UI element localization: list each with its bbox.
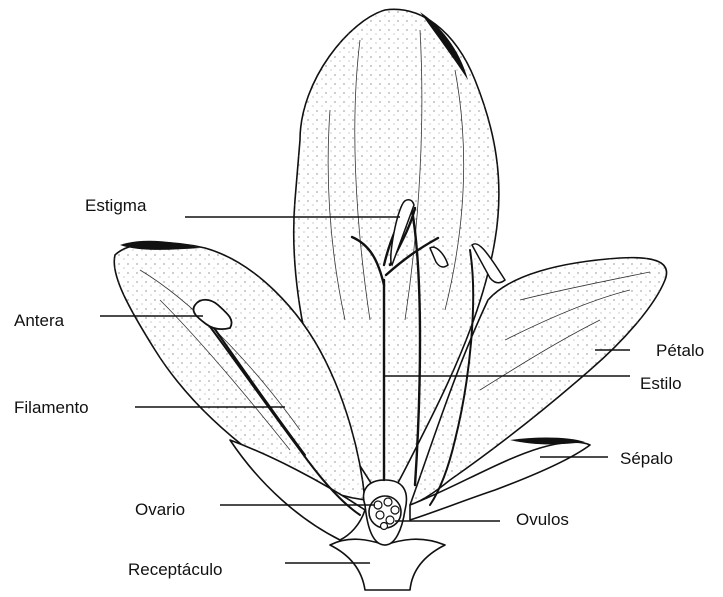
label-petalo: Pétalo <box>656 341 704 361</box>
label-sepalo: Sépalo <box>620 449 673 469</box>
label-ovario: Ovario <box>135 500 185 520</box>
label-estilo: Estilo <box>640 374 682 394</box>
label-receptaculo: Receptáculo <box>128 560 223 580</box>
label-antera: Antera <box>14 311 64 331</box>
label-estigma: Estigma <box>85 196 146 216</box>
receptacle <box>330 539 445 590</box>
label-filamento: Filamento <box>14 398 89 418</box>
label-ovulos: Ovulos <box>516 510 569 530</box>
